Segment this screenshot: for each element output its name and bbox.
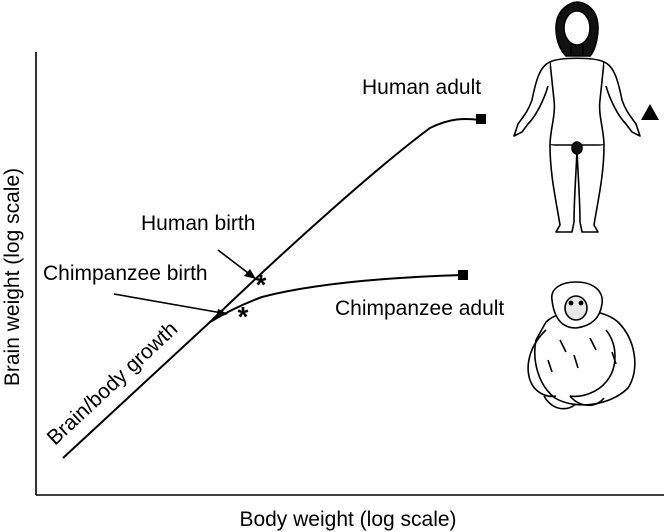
triangle-marker xyxy=(641,104,659,120)
brain-body-growth-label: Brain/body growth xyxy=(43,317,182,449)
human-birth-asterisk: * xyxy=(256,269,267,300)
chimpanzee-birth-arrowhead xyxy=(216,309,228,318)
chimpanzee-growth-curve xyxy=(209,274,464,323)
chimpanzee-adult-marker xyxy=(458,270,468,280)
human-birth-arrowhead xyxy=(244,269,256,279)
human-growth-curve xyxy=(62,118,481,459)
chimpanzee-adult-label: Chimpanzee adult xyxy=(335,297,504,320)
x-axis-label: Body weight (log scale) xyxy=(239,508,456,531)
chimpanzee-birth-arrow xyxy=(113,293,223,314)
human-figure-icon xyxy=(513,1,641,233)
chimpanzee-birth-label: Chimpanzee birth xyxy=(43,262,208,285)
human-adult-label: Human adult xyxy=(362,76,481,99)
chimpanzee-birth-asterisk: * xyxy=(238,301,249,332)
y-axis-label: Brain weight (log scale) xyxy=(1,168,24,386)
human-adult-marker xyxy=(476,114,486,124)
human-birth-arrow xyxy=(217,249,253,277)
chimpanzee-figure-icon xyxy=(527,281,636,410)
human-birth-label: Human birth xyxy=(141,212,255,235)
